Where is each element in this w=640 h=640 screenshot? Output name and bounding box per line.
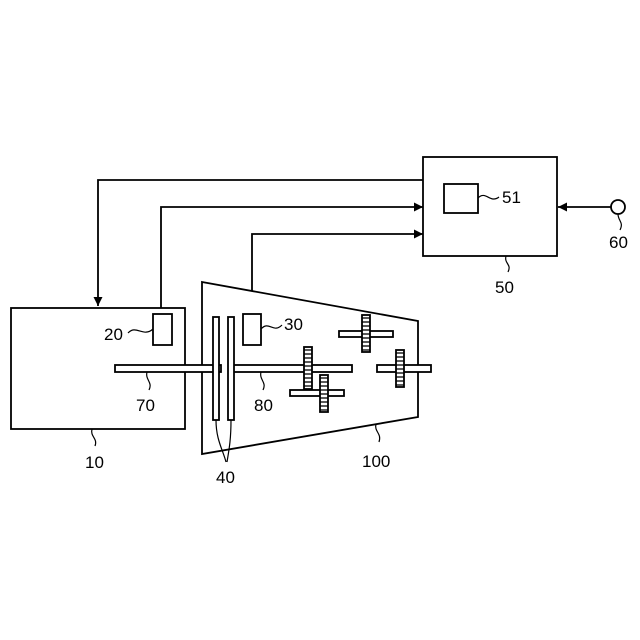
label-40: 40 <box>216 468 235 487</box>
gear-lower-shaft <box>320 375 328 412</box>
gear-output-shaft <box>304 347 312 389</box>
input-shaft <box>115 365 221 372</box>
engine-sensor <box>153 314 172 345</box>
label-51: 51 <box>502 188 521 207</box>
gear-upper-right-shaft <box>362 315 370 352</box>
transmission-sensor <box>243 314 261 345</box>
leader-line-100 <box>376 424 380 442</box>
output-shaft <box>232 365 352 372</box>
leader-line-60 <box>618 214 621 230</box>
label-30: 30 <box>284 315 303 334</box>
input-terminal <box>611 200 625 214</box>
label-100: 100 <box>362 452 390 471</box>
label-20: 20 <box>104 325 123 344</box>
label-60: 60 <box>609 233 628 252</box>
gear-shaft-lower <box>290 390 344 396</box>
clutch-plate-left <box>213 317 219 420</box>
controller-to-engine-line <box>98 180 423 306</box>
leader-line-50 <box>506 256 509 272</box>
clutch-plate-right <box>228 317 234 420</box>
label-10: 10 <box>85 453 104 472</box>
label-50: 50 <box>495 278 514 297</box>
label-80: 80 <box>254 396 273 415</box>
gear-right-shaft <box>396 350 404 387</box>
label-70: 70 <box>136 396 155 415</box>
controller-memory-box <box>444 184 478 213</box>
leader-line-10 <box>92 429 96 446</box>
